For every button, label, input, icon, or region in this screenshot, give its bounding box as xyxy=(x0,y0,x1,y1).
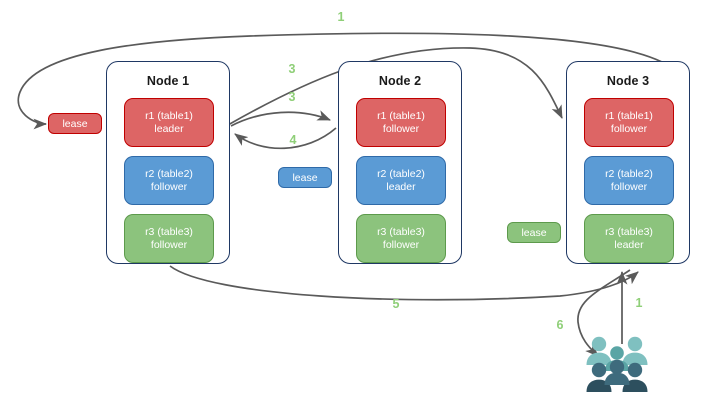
node-title: Node 3 xyxy=(606,74,650,88)
lease-label: lease xyxy=(521,226,547,239)
replica-r2: r2 (table2) follower xyxy=(124,156,214,205)
edge-step-5-node1-to-node3 xyxy=(169,265,639,301)
lease-label: lease xyxy=(62,117,88,130)
replica-role: follower xyxy=(150,238,188,251)
step-label-5: 5 xyxy=(392,297,400,311)
replica-name: r2 (table2) xyxy=(605,167,653,180)
step-label-1: 1 xyxy=(635,296,643,310)
replica-r3: r3 (table3) follower xyxy=(356,214,446,263)
people-group-icon xyxy=(586,336,648,392)
replica-r1: r1 (table1) leader xyxy=(124,98,214,147)
replica-name: r1 (table1) xyxy=(377,109,425,122)
lease-label: lease xyxy=(292,171,318,184)
replica-r3: r3 (table3) leader xyxy=(584,214,674,263)
replica-r1: r1 (table1) follower xyxy=(356,98,446,147)
replica-name: r2 (table2) xyxy=(145,167,193,180)
node-box-3: Node 3 r1 (table1) follower r2 (table2) … xyxy=(566,61,690,264)
node-box-1: Node 1 r1 (table1) leader r2 (table2) fo… xyxy=(106,61,230,264)
node-box-2: Node 2 r1 (table1) follower r2 (table2) … xyxy=(338,61,462,264)
replica-name: r1 (table1) xyxy=(605,109,653,122)
replica-r2: r2 (table2) leader xyxy=(356,156,446,205)
lease-badge-red: lease xyxy=(48,113,102,134)
node-title: Node 2 xyxy=(378,74,422,88)
step-label-3-lower: 3 xyxy=(288,90,296,104)
replica-r3: r3 (table3) follower xyxy=(124,214,214,263)
replica-name: r2 (table2) xyxy=(377,167,425,180)
replica-name: r1 (table1) xyxy=(145,109,193,122)
replica-role: follower xyxy=(150,180,188,193)
replica-name: r3 (table3) xyxy=(605,225,653,238)
replica-role: follower xyxy=(610,180,648,193)
replica-role: follower xyxy=(382,122,420,135)
replica-name: r3 (table3) xyxy=(377,225,425,238)
replica-name: r3 (table3) xyxy=(145,225,193,238)
edge-step-3-node1-to-node2 xyxy=(230,110,331,127)
lease-badge-blue: lease xyxy=(278,167,332,188)
step-label-6: 6 xyxy=(556,318,564,332)
replica-role: leader xyxy=(614,238,644,251)
replica-role: leader xyxy=(386,180,416,193)
replica-r1: r1 (table1) follower xyxy=(584,98,674,147)
step-label-3-upper: 3 xyxy=(288,62,296,76)
step-label-4: 4 xyxy=(289,133,297,147)
replica-role: leader xyxy=(154,122,184,135)
lease-badge-green: lease xyxy=(507,222,561,243)
replica-role: follower xyxy=(382,238,420,251)
node-title: Node 1 xyxy=(146,74,190,88)
step-label-2: 1 xyxy=(337,10,345,24)
replica-role: follower xyxy=(610,122,648,135)
replica-r2: r2 (table2) follower xyxy=(584,156,674,205)
